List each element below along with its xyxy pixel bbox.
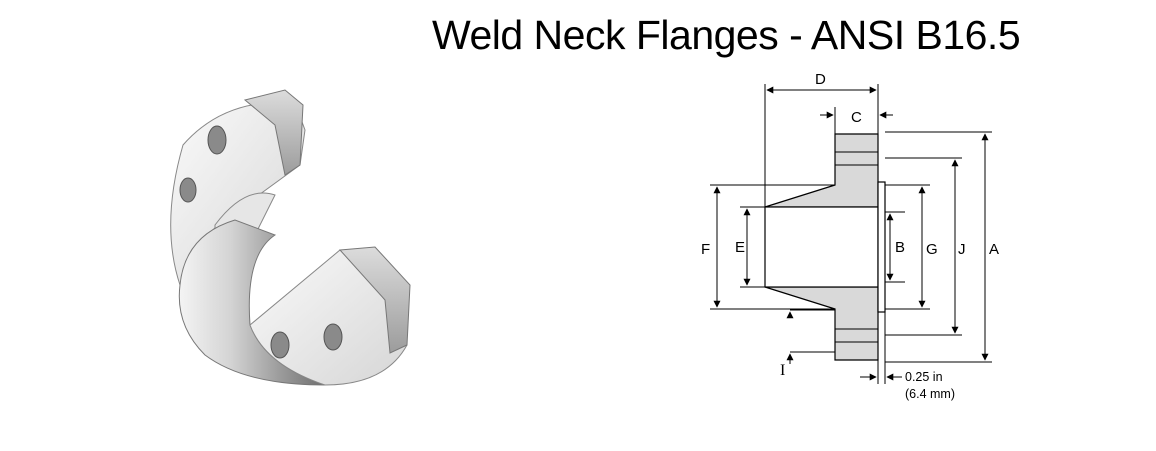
flange-section-upper: [764, 133, 879, 208]
dim-label-g: G: [926, 241, 938, 258]
dim-label-d: D: [815, 71, 826, 88]
bolt-hole-icon: [270, 331, 290, 359]
dim-label-e: E: [735, 239, 745, 256]
dim-label-j: J: [958, 241, 966, 258]
bolt-hole-icon: [179, 177, 197, 203]
page-title: Weld Neck Flanges - ANSI B16.5: [432, 12, 1021, 58]
dim-label-b: B: [895, 239, 905, 256]
raised-face: [877, 181, 886, 313]
bolt-hole-icon: [207, 125, 227, 155]
flange-bore-section: [764, 206, 879, 288]
flange-lower-cut: [338, 246, 411, 354]
raised-face-note-inch: 0.25 in: [905, 370, 943, 384]
flange-cross-section-drawing: D C F E B G J A I 0.25 in (6.4 mm): [701, 71, 999, 401]
flange-cutaway-image: [170, 89, 411, 386]
raised-face-note-mm: (6.4 mm): [905, 387, 955, 401]
flange-section-lower: [764, 286, 879, 361]
dim-label-c: C: [851, 109, 862, 126]
bolt-hole-icon: [323, 323, 343, 351]
dim-label-f: F: [701, 241, 710, 258]
flange-upper-cut: [243, 89, 304, 176]
dim-label-i: I: [780, 362, 785, 379]
dim-label-a: A: [989, 241, 999, 258]
